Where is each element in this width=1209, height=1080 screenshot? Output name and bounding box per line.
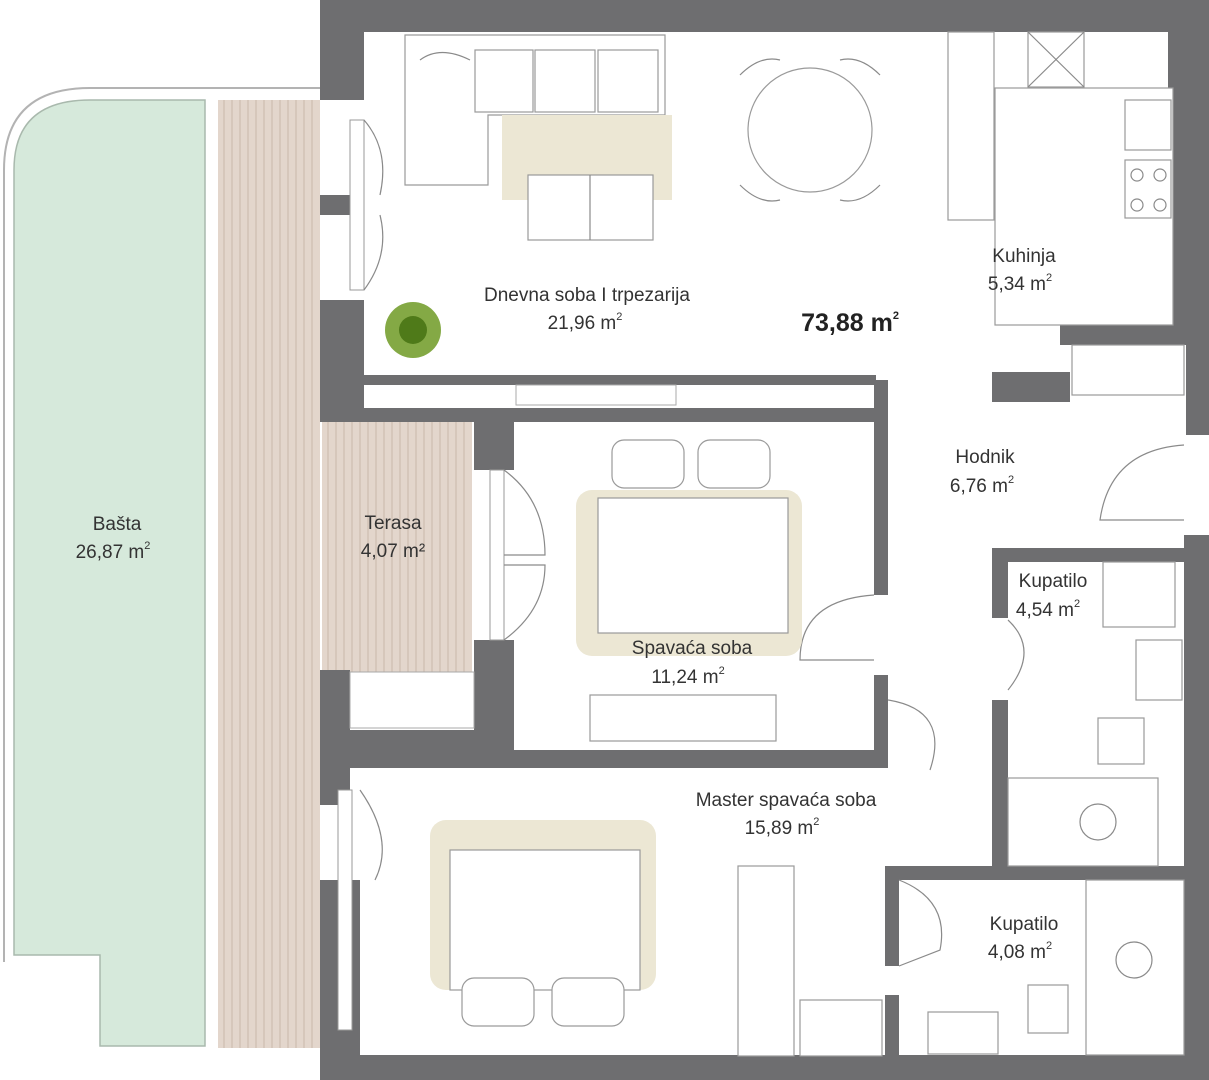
room-area-kitchen: 5,34 m2	[988, 272, 1052, 295]
room-area-bath1: 4,54 m2	[1016, 598, 1080, 621]
deck-strip	[218, 100, 320, 1048]
room-name-kitchen: Kuhinja	[992, 246, 1056, 267]
hall-wardrobe	[1071, 344, 1185, 396]
room-name-terrace: Terasa	[364, 513, 421, 534]
total-area: 73,88 m2	[801, 309, 899, 337]
room-area-bath2: 4,08 m2	[988, 940, 1052, 963]
garden-area	[13, 99, 206, 1047]
room-name-master: Master spavaća soba	[696, 790, 877, 811]
room-area-bedroom: 11,24 m2	[651, 665, 724, 688]
room-name-bedroom: Spavaća soba	[632, 638, 753, 659]
sofa	[404, 34, 672, 241]
bathroom1-fixtures	[1007, 561, 1183, 867]
bedroom-bed	[576, 439, 802, 742]
room-name-garden: Bašta	[93, 514, 142, 535]
dining-table	[739, 58, 881, 202]
room-labels: Dnevna soba I trpezarija 21,96 m2 73,88 …	[76, 246, 1088, 963]
room-area-master: 15,89 m2	[745, 816, 820, 839]
plant-decoration	[385, 302, 441, 358]
doors	[359, 119, 1185, 967]
room-area-garden: 26,87 m2	[76, 540, 151, 563]
room-name-bath1: Kupatilo	[1019, 571, 1088, 592]
terrace-deck	[322, 420, 472, 675]
walls	[320, 0, 1209, 1080]
room-name-living: Dnevna soba I trpezarija	[484, 285, 690, 306]
room-area-living: 21,96 m2	[548, 311, 623, 334]
room-name-hall: Hodnik	[955, 447, 1015, 468]
room-area-terrace: 4,07 m²	[361, 541, 425, 562]
room-name-bath2: Kupatilo	[990, 914, 1059, 935]
room-area-hall: 6,76 m2	[950, 474, 1014, 497]
terrace-lines	[327, 420, 465, 675]
windows	[337, 119, 677, 1031]
master-bed	[430, 820, 883, 1057]
bathroom2-fixtures	[927, 879, 1185, 1056]
garden-border	[3, 87, 320, 962]
kitchen-units	[947, 31, 1174, 326]
deck-lines	[223, 100, 313, 1048]
